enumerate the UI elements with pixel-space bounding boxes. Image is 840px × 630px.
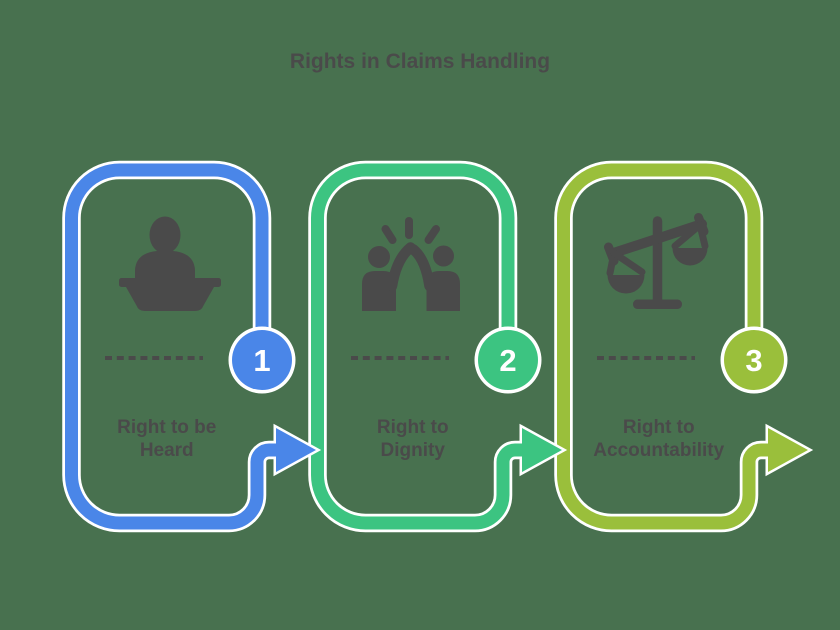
scales-icon bbox=[604, 213, 709, 309]
lectern-top bbox=[119, 278, 221, 287]
person-right-head bbox=[433, 245, 454, 267]
person-left-head bbox=[368, 246, 390, 268]
badge-3-circle bbox=[724, 330, 784, 390]
left-pan-bowl bbox=[607, 275, 645, 294]
card-3-label-line-2: Accountability bbox=[593, 440, 724, 461]
person-left-body bbox=[362, 271, 396, 311]
person-left-arm bbox=[386, 242, 416, 292]
arrow-3-head bbox=[768, 428, 808, 472]
arrow-2-head bbox=[522, 428, 562, 472]
badge-1-number: 1 bbox=[253, 343, 270, 378]
high-five-icon bbox=[362, 217, 460, 311]
badge-3: 3 bbox=[720, 326, 788, 394]
arrow-2-shaft bbox=[515, 443, 524, 457]
card-1-label-line-1: Right to be bbox=[117, 417, 216, 438]
lectern-body bbox=[126, 287, 214, 311]
badge-2-number: 2 bbox=[499, 343, 516, 378]
card-1-border-stroke bbox=[65, 163, 278, 530]
right-pan-bowl bbox=[672, 248, 708, 266]
badge-1-circle bbox=[232, 330, 292, 390]
left-pan-string-b bbox=[610, 249, 646, 276]
right-pan-string-a bbox=[671, 221, 704, 250]
arrow-1-icon bbox=[269, 423, 322, 477]
card-2-label-line-1: Right to bbox=[377, 417, 449, 438]
spark-right bbox=[424, 225, 440, 244]
card-1-border bbox=[62, 160, 278, 533]
arrow-3-shaft bbox=[761, 443, 770, 457]
card-2-border-stroke bbox=[311, 163, 524, 530]
card-labels: Right to be Heard Right to Dignity Right… bbox=[117, 417, 724, 461]
speaker-head bbox=[149, 216, 181, 254]
scales-beam bbox=[607, 219, 707, 259]
card-3-border bbox=[554, 160, 770, 533]
card-3-label-line-1: Right to bbox=[623, 417, 695, 438]
speaker-shoulders bbox=[135, 251, 195, 279]
card-2-border bbox=[308, 160, 524, 533]
lectern-speaker-icon bbox=[119, 216, 221, 311]
badge-2: 2 bbox=[474, 326, 542, 394]
person-right-arm bbox=[408, 244, 435, 292]
spark-left bbox=[381, 225, 397, 244]
person-right-body bbox=[426, 271, 460, 311]
page-title: Rights in Claims Handling bbox=[290, 50, 550, 73]
impact-sparks bbox=[381, 217, 440, 244]
arrow-3-icon bbox=[761, 423, 814, 477]
scales-base bbox=[633, 299, 682, 309]
card-1-label-line-2: Heard bbox=[140, 440, 194, 461]
right-pan-string-b bbox=[696, 221, 709, 250]
arrow-2-icon bbox=[515, 423, 568, 477]
arrow-1-shaft bbox=[269, 443, 278, 457]
badge-2-circle bbox=[478, 330, 538, 390]
card-3-border-stroke bbox=[557, 163, 770, 530]
card-2-label-line-2: Dignity bbox=[381, 440, 446, 461]
badge-3-number: 3 bbox=[745, 343, 762, 378]
badge-1: 1 bbox=[228, 326, 296, 394]
arrow-1-head bbox=[276, 428, 316, 472]
